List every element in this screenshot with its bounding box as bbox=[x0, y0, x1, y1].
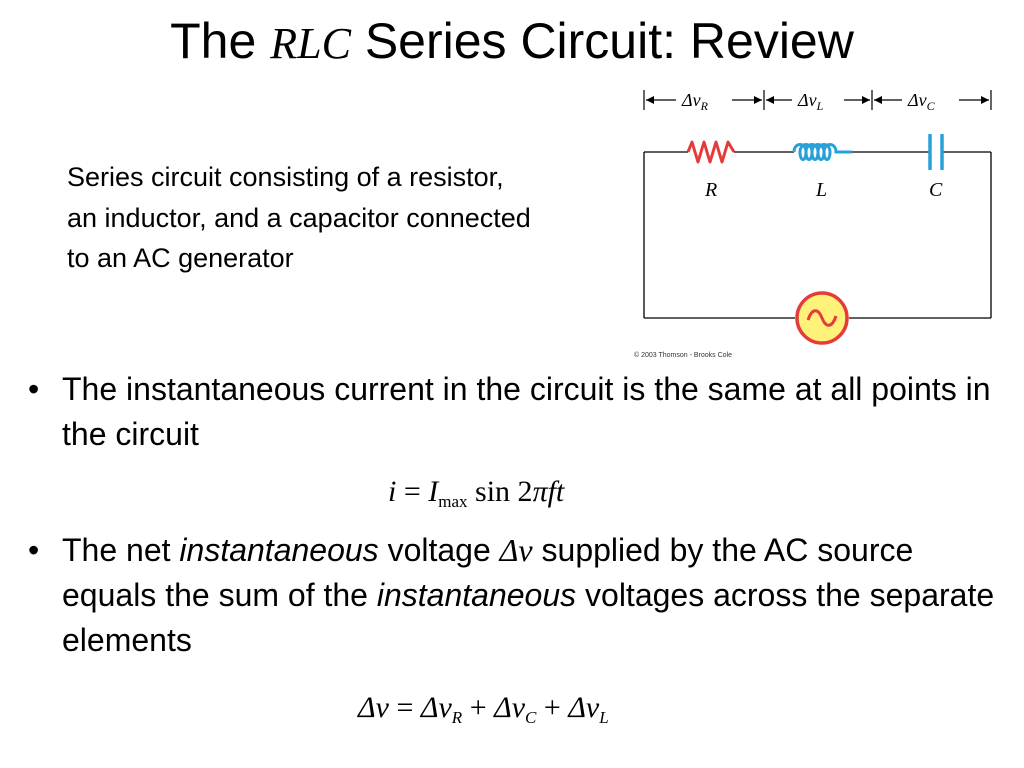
rlc-circuit-diagram: ΔvR ΔvL ΔvC R L C © 2003 Thomson - Brook… bbox=[634, 90, 992, 359]
bullet-marker: • bbox=[28, 532, 40, 568]
dim-r-left-arrowhead bbox=[646, 96, 654, 104]
ac-generator-symbol bbox=[795, 291, 849, 345]
eq-current-equals: = bbox=[396, 475, 429, 508]
capacitor-symbol bbox=[928, 134, 944, 170]
delta-v-c-label: ΔvC bbox=[907, 90, 936, 113]
eq-current-lhs: i bbox=[388, 475, 397, 508]
voltage-dimension-arrows bbox=[643, 90, 992, 110]
eq-voltage-term-c: Δv bbox=[494, 691, 526, 724]
delta-v-l-label: ΔvL bbox=[797, 90, 824, 113]
bullet-text: The net instantaneous voltage Δv supplie… bbox=[62, 528, 1008, 663]
title-prefix: The bbox=[170, 13, 257, 69]
ac-sine-wave-icon bbox=[806, 309, 838, 327]
dim-r-right-arrowhead bbox=[754, 96, 762, 104]
resistor-symbol bbox=[686, 140, 736, 164]
dim-c-left-arrowhead bbox=[874, 96, 882, 104]
title-suffix: Series Circuit: Review bbox=[364, 13, 854, 69]
figure-caption: Series circuit consisting of a resistor,… bbox=[67, 162, 531, 273]
circuit-wires bbox=[643, 151, 992, 319]
bullet-marker: • bbox=[28, 371, 40, 407]
current-equation: i = Imax sin 2πft bbox=[388, 474, 564, 510]
eq-current-imax: I bbox=[428, 475, 439, 508]
inductor-label: L bbox=[815, 179, 827, 201]
inductor-symbol bbox=[792, 143, 852, 161]
bullet-text-part6: voltages across the separate elements bbox=[62, 577, 995, 658]
bullet-text: The instantaneous current in the circuit… bbox=[62, 371, 991, 452]
eq-voltage-term-r: Δv bbox=[420, 691, 452, 724]
eq-current-sin: sin 2 bbox=[467, 475, 533, 508]
eq-voltage-lhs: Δv bbox=[358, 691, 389, 724]
bullet-text-italic-instantaneous: instantaneous bbox=[179, 532, 379, 568]
bullet-text-part4: supplied by the AC source equals the sum… bbox=[62, 532, 914, 613]
eq-voltage-equals: = bbox=[388, 691, 421, 724]
figure-credit: © 2003 Thomson - Brooks Cole bbox=[634, 351, 732, 359]
capacitor-label: C bbox=[929, 179, 943, 201]
eq-voltage-plus-2: + bbox=[536, 691, 569, 724]
eq-current-pi: π bbox=[532, 475, 548, 508]
eq-current-ft: ft bbox=[547, 475, 565, 508]
bullet-text-part3: voltage bbox=[378, 532, 500, 568]
dim-l-right-arrowhead bbox=[862, 96, 870, 104]
title-rlc: RLC bbox=[270, 19, 351, 68]
delta-v-r-label: ΔvR bbox=[681, 90, 709, 113]
eq-voltage-term-l: Δv bbox=[568, 691, 600, 724]
resistor-label: R bbox=[704, 179, 717, 201]
bullet-text-italic-instantaneous-2: instantaneous bbox=[376, 577, 577, 613]
eq-current-imax-sub: max bbox=[438, 492, 468, 511]
eq-voltage-plus-1: + bbox=[462, 691, 495, 724]
dim-l-left-arrowhead bbox=[766, 96, 774, 104]
bullet-text-part1: The net bbox=[62, 532, 180, 568]
slide-title: The RLC Series Circuit: Review bbox=[0, 8, 1024, 77]
eq-voltage-sub-l: L bbox=[599, 708, 609, 727]
dim-c-right-arrowhead bbox=[981, 96, 989, 104]
delta-v-symbol: Δv bbox=[499, 532, 533, 568]
eq-voltage-sub-r: R bbox=[451, 708, 463, 727]
eq-voltage-sub-c: C bbox=[525, 708, 537, 727]
voltage-equation: Δv = ΔvR + ΔvC + ΔvL bbox=[358, 690, 609, 726]
